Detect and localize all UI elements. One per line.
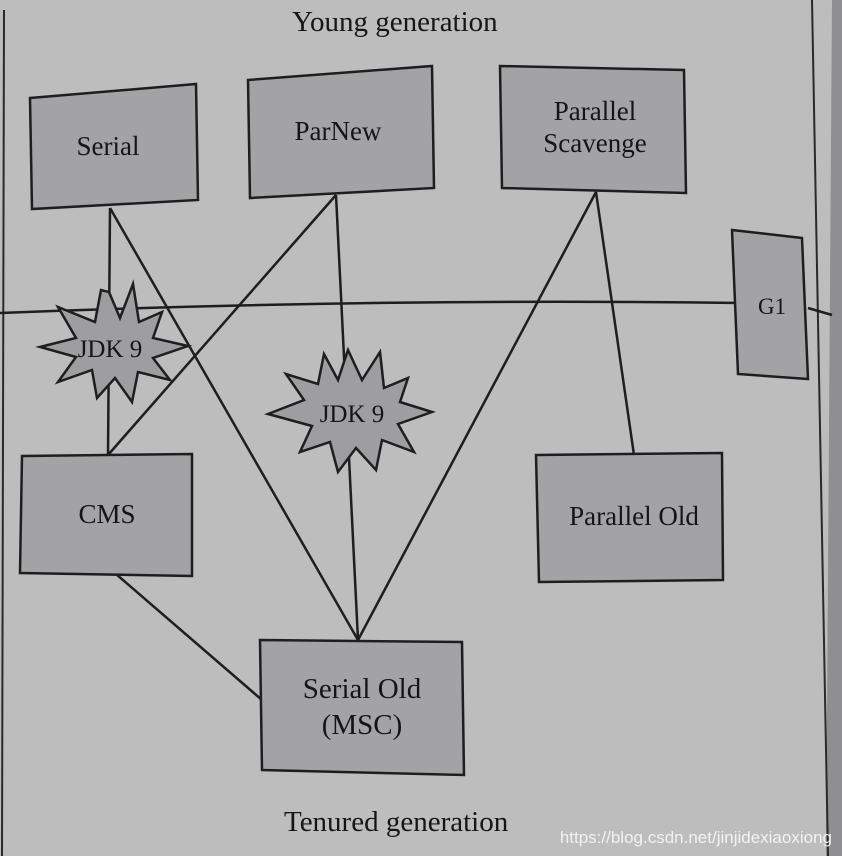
frame-right-edge bbox=[811, 0, 829, 856]
frame-left-edge bbox=[1, 9, 5, 856]
link-parallelscavenge-serialold bbox=[356, 191, 598, 641]
tenured-generation-label: Tenured generation bbox=[284, 806, 509, 838]
jdk9-label-left: JDK 9 bbox=[78, 336, 143, 363]
serial-old-label-line1: Serial Old bbox=[303, 673, 422, 705]
young-generation-label: Young generation bbox=[292, 6, 498, 38]
serial-box bbox=[28, 82, 200, 211]
serial-old-label-line2: (MSC) bbox=[322, 709, 403, 741]
serial-label: Serial bbox=[77, 131, 140, 161]
parallel-old-box bbox=[534, 451, 725, 584]
link-parallelscavenge-parallelold bbox=[594, 191, 636, 456]
link-cms-serialold bbox=[115, 573, 263, 701]
parallel-scavenge-box bbox=[498, 64, 688, 195]
source-watermark: https://blog.csdn.net/jinjidexiaoxiong bbox=[559, 828, 832, 847]
cms-box bbox=[18, 452, 194, 578]
link-parnew-cms bbox=[107, 194, 337, 456]
g1-label: G1 bbox=[758, 294, 786, 319]
parnew-box bbox=[246, 64, 436, 200]
jdk9-burst-center bbox=[264, 346, 436, 475]
serial-old-box bbox=[258, 638, 466, 777]
parnew-label: ParNew bbox=[295, 116, 382, 146]
g1-box bbox=[730, 228, 810, 381]
cms-label: CMS bbox=[78, 499, 135, 529]
parallel-scavenge-label-line1: Parallel bbox=[554, 96, 636, 126]
parallel-old-label: Parallel Old bbox=[569, 501, 699, 531]
link-serial-serialold bbox=[108, 207, 360, 641]
jdk9-label-center: JDK 9 bbox=[320, 401, 385, 428]
parallel-scavenge-label-line2: Scavenge bbox=[543, 128, 646, 158]
jdk9-burst-left bbox=[35, 279, 193, 406]
